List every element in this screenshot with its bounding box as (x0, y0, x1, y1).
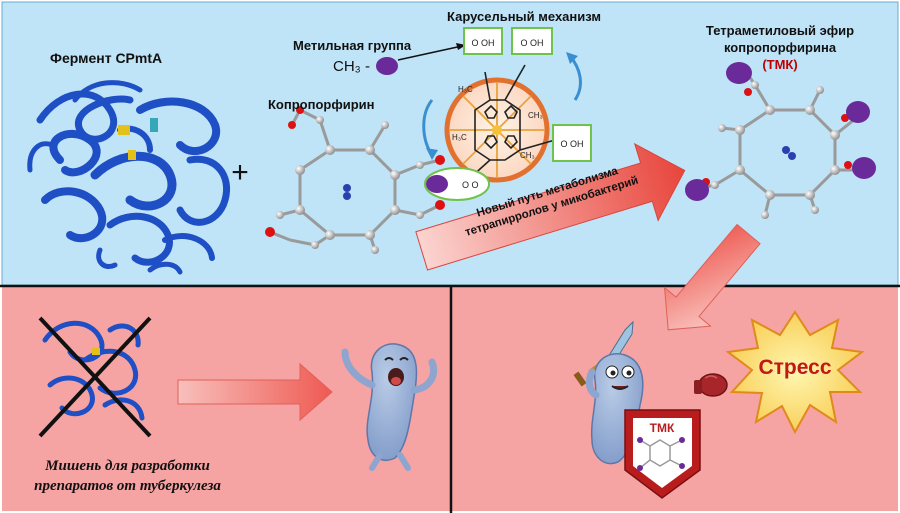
scared-bacterium-icon (341, 343, 438, 471)
svg-text:O OH: O OH (520, 38, 543, 48)
svg-text:CH₃: CH₃ (520, 151, 535, 160)
boxing-glove-icon (694, 373, 728, 397)
svg-text:CH₃: CH₃ (528, 111, 543, 120)
svg-text:H₃C: H₃C (452, 133, 467, 142)
stress-burst-icon (725, 310, 865, 435)
tmk-atoms (685, 62, 876, 219)
target-caption-line2: препаратов от туберкулеза (34, 478, 221, 494)
shield-label: ТМК (649, 421, 675, 435)
cooh-box-3: O OH (552, 124, 592, 162)
svg-text:O OH: O OH (471, 38, 494, 48)
svg-text:O O: O O (462, 180, 479, 190)
target-arrow (177, 362, 333, 422)
methyl-group-label: Метильная группа (293, 38, 412, 53)
svg-text:H₃C: H₃C (458, 85, 473, 94)
cooh-box-2: O OH (511, 27, 553, 55)
rotation-arrow-left-head (426, 148, 438, 160)
metabolism-arrow (415, 142, 686, 271)
coproporphyrin-atoms (265, 106, 445, 254)
methyl-pointer-line (397, 45, 463, 61)
ester-group: O O (424, 167, 490, 201)
coproporphyrin-label: Копропорфирин (268, 97, 375, 112)
product-label-line2: копропорфирина (723, 40, 837, 55)
target-caption-line1: Мишень для разработки (45, 458, 210, 474)
plus-sign: + (231, 156, 249, 189)
enzyme-label: Фермент CPmtA (50, 50, 163, 66)
product-label-line1: Тетраметиловый эфир (705, 23, 855, 38)
ch3-label: CH₃ - (333, 58, 370, 75)
cross-mark-icon (38, 316, 152, 438)
stress-label: Стресс (758, 356, 832, 379)
shield-icon (624, 409, 701, 499)
methyl-group-icon (376, 57, 398, 75)
enzyme-protein-structure (27, 80, 230, 275)
carousel-mechanism: H₃C H₃C CH₃ CH₃ (444, 64, 556, 183)
cooh-box-1: O OH (463, 27, 503, 55)
product-abbrev: (ТМК) (762, 57, 798, 72)
diagonal-arrow (663, 223, 761, 331)
crossed-protein-structure (42, 320, 145, 421)
carousel-label: Карусельный механизм (447, 9, 602, 24)
svg-text:O OH: O OH (560, 139, 583, 149)
rotation-arrow-right-head (566, 52, 578, 64)
